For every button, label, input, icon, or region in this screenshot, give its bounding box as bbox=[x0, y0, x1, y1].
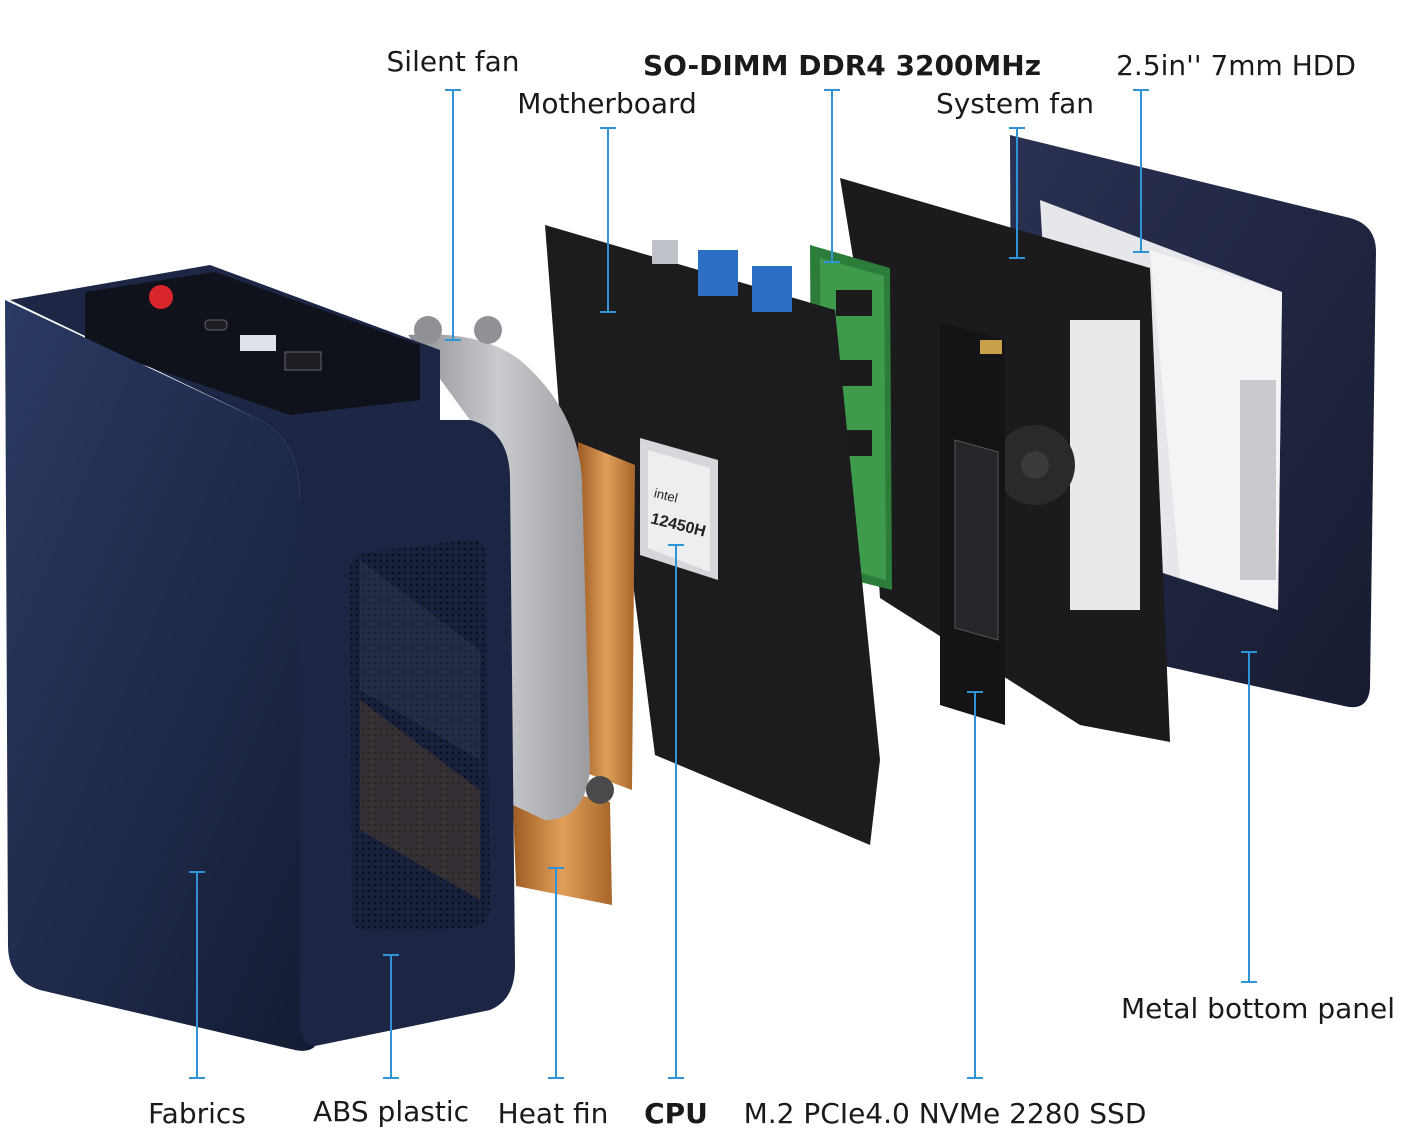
label-motherboard: Motherboard bbox=[517, 87, 697, 120]
callout-heat-fin bbox=[548, 867, 564, 1079]
callout-fabrics bbox=[189, 871, 205, 1079]
label-cpu: CPU bbox=[644, 1097, 708, 1130]
system-fan-bracket-shape bbox=[840, 178, 1170, 742]
callout-ssd bbox=[967, 691, 983, 1079]
callout-system-fan bbox=[1009, 127, 1025, 259]
case-shape bbox=[5, 265, 515, 1051]
label-abs-plastic: ABS plastic bbox=[313, 1095, 469, 1128]
label-system-fan: System fan bbox=[935, 87, 1095, 120]
label-hdd: 2.5in'' 7mm HDD bbox=[1116, 49, 1356, 82]
callout-silent-fan bbox=[445, 89, 461, 341]
label-heat-fin: Heat fin bbox=[497, 1097, 609, 1130]
label-silent-fan: Silent fan bbox=[386, 45, 520, 78]
callout-abs-plastic bbox=[383, 954, 399, 1079]
ssd-shape bbox=[940, 322, 1005, 725]
callout-cpu bbox=[668, 544, 684, 1079]
label-ssd: M.2 PCIe4.0 NVMe 2280 SSD bbox=[743, 1097, 1147, 1130]
label-metal-bottom-panel: Metal bottom panel bbox=[1120, 992, 1396, 1025]
callout-lines bbox=[189, 89, 1257, 1079]
callout-so-dimm bbox=[824, 89, 840, 263]
callout-metal-bottom-panel bbox=[1241, 651, 1257, 983]
motherboard-shape bbox=[545, 225, 880, 845]
label-so-dimm: SO-DIMM DDR4 3200MHz bbox=[642, 49, 1042, 82]
callout-hdd bbox=[1133, 89, 1149, 253]
label-fabrics: Fabrics bbox=[148, 1097, 246, 1130]
callout-motherboard bbox=[600, 127, 616, 313]
heat-fin-shape bbox=[512, 442, 635, 905]
